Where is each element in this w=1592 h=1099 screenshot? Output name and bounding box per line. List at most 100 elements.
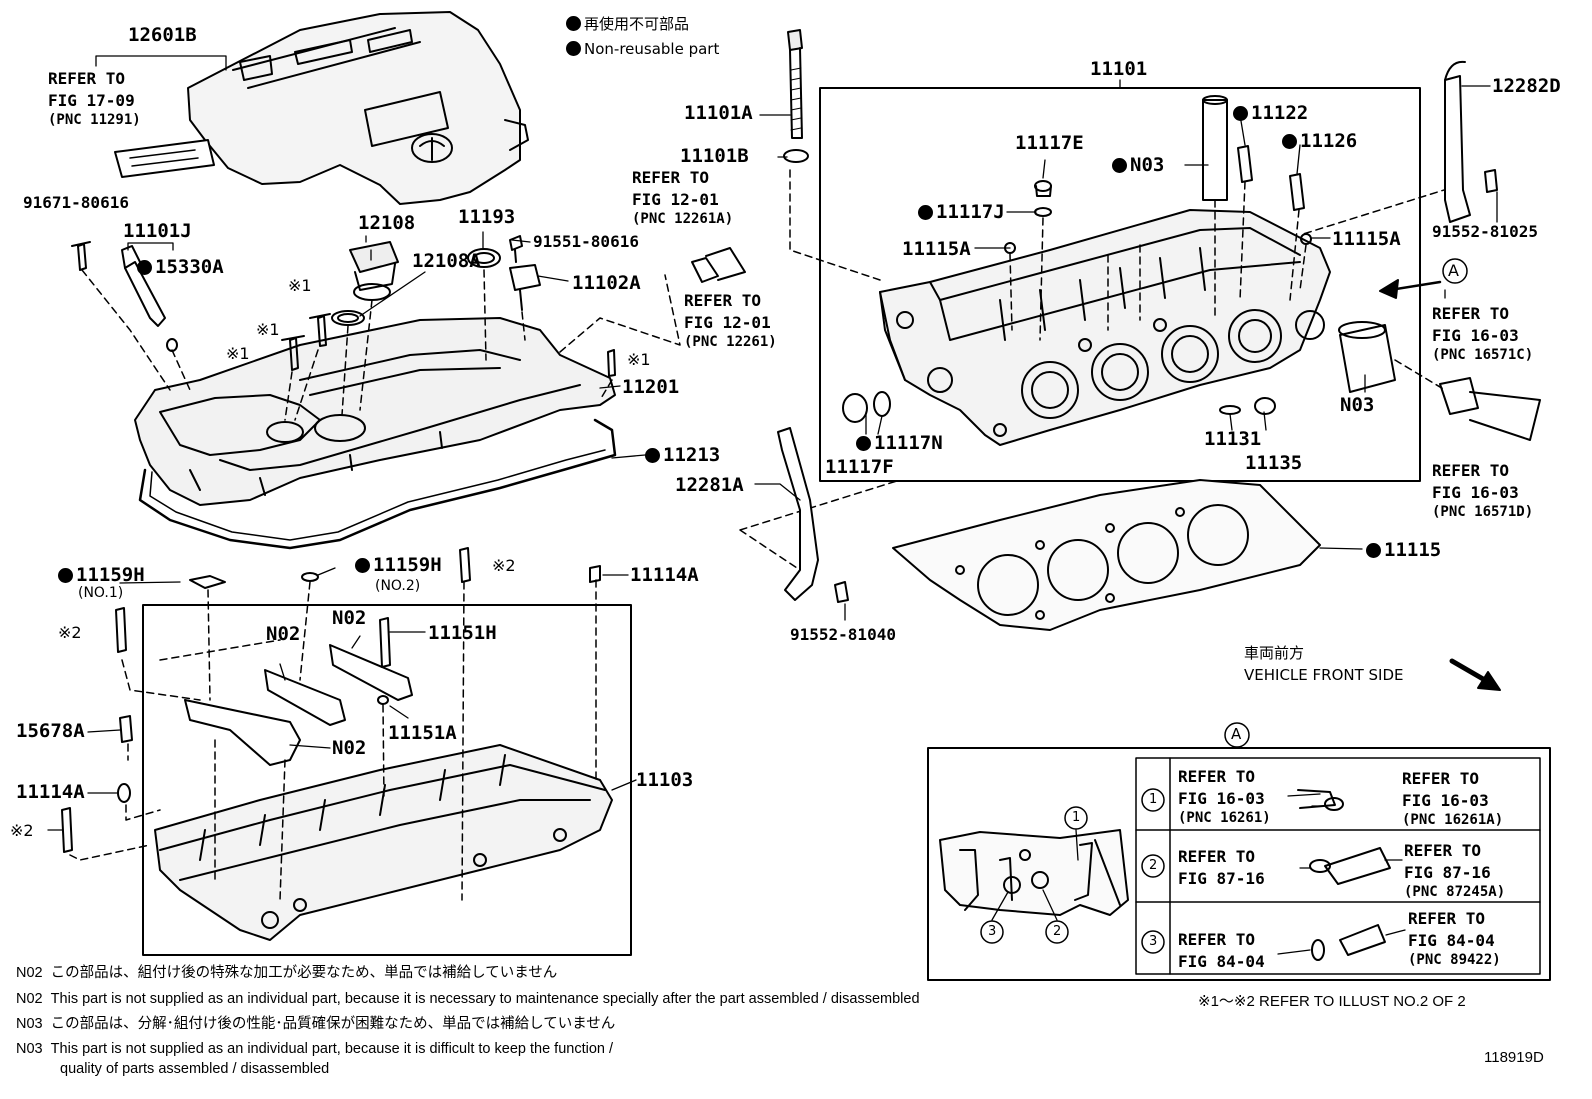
note-mark-1c: ※1 — [226, 344, 250, 363]
detail-a-frame — [927, 747, 1551, 981]
note-mark-1b: ※1 — [256, 320, 280, 339]
detail-callout-2: 2 — [1053, 924, 1062, 939]
detail-callout-1: 1 — [1072, 810, 1081, 825]
detail-row-2-num: 2 — [1149, 858, 1158, 873]
detail-row-3-num: 3 — [1149, 934, 1158, 949]
label-N02-a: N02 — [266, 623, 301, 645]
note-mark-1d: ※1 — [627, 350, 651, 369]
legend-line-2: Non-reusable part — [566, 41, 719, 57]
vehicle-front-jp: 車両前方 — [1244, 644, 1305, 662]
label-11201: 11201 — [622, 376, 680, 398]
label-N02-c: N02 — [332, 737, 367, 759]
bearing-caps-drawing — [61, 547, 601, 853]
diagram-id: 118919D — [1484, 1049, 1544, 1066]
label-91552-81040: 91552-81040 — [790, 625, 896, 644]
label-91671-80616: 91671-80616 — [23, 193, 129, 212]
hose-16-03-drawing — [1439, 377, 1541, 441]
note-mark-2c: ※2 — [10, 821, 34, 840]
label-11102A: 11102A — [572, 272, 641, 294]
label-11159H-no2-sub: (NO.2) — [375, 578, 421, 594]
label-11101A: 11101A — [684, 102, 753, 124]
detail-a-part-drawings — [1277, 789, 1406, 961]
detail-a-callout-leaders — [991, 829, 1079, 921]
label-11117E: 11117E — [1015, 132, 1084, 154]
cover-dashed-leaders — [81, 269, 681, 421]
detail-a-head-drawing — [939, 829, 1129, 916]
label-91552-81025: 91552-81025 — [1432, 222, 1538, 241]
note-n02-jp: N02 この部品は、組付け後の特殊な加工が必要なため、単品では補給していません — [16, 965, 558, 981]
label-11151A: 11151A — [388, 722, 457, 744]
label-11115: 11115 — [1366, 541, 1441, 560]
label-11193: 11193 — [458, 206, 516, 228]
label-N02-b: N02 — [332, 607, 367, 629]
circle-a-detail-label: A — [1231, 725, 1242, 743]
label-12108: 12108 — [358, 212, 416, 234]
label-12281A: 12281A — [675, 474, 744, 496]
label-11114A-top: 11114A — [630, 564, 699, 586]
refer-illust-note: ※1～※2 REFER TO ILLUST NO.2 OF 2 — [1198, 993, 1466, 1010]
detail-callout-3: 3 — [988, 924, 997, 939]
lower-dashed-leaders — [69, 579, 597, 901]
note-n03-en-1: N03 This part is not supplied as an indi… — [16, 1041, 614, 1057]
cylinder-head-drawing — [879, 209, 1331, 446]
label-11213: 11213 — [645, 446, 720, 465]
bracket-12281A-drawing — [777, 427, 849, 603]
label-11101B: 11101B — [680, 145, 749, 167]
label-91551-80616: 91551-80616 — [533, 232, 639, 251]
legend-line-1: 再使用不可部品 — [566, 16, 689, 32]
detail-a-table — [1135, 757, 1541, 975]
vehicle-front-en: VEHICLE FRONT SIDE — [1244, 666, 1404, 684]
note-n02-en: N02 This part is not supplied as an indi… — [16, 991, 920, 1007]
camshaft-housing-drawing — [154, 744, 613, 941]
label-11115A-left: 11115A — [902, 238, 971, 260]
label-12282D: 12282D — [1492, 75, 1561, 97]
label-11159H-no2: 11159H — [355, 556, 442, 575]
note-mark-1a: ※1 — [288, 276, 312, 295]
arrowhead-a — [1379, 279, 1399, 299]
camshaft-housing-frame — [142, 604, 632, 956]
circle-a-main — [1442, 258, 1468, 284]
label-15678A: 15678A — [16, 720, 85, 742]
label-11117J: 11117J — [918, 203, 1005, 222]
note-mark-2b: ※2 — [58, 623, 82, 642]
head-bolt-drawing — [783, 29, 809, 163]
cover-small-parts-drawing — [71, 235, 616, 377]
label-11117F: 11117F — [825, 456, 894, 478]
direction-arrow-a — [1388, 280, 1442, 292]
bracket-12282D-drawing — [1444, 60, 1498, 223]
head-dashed-leaders — [739, 169, 1461, 571]
label-12108A: 12108A — [412, 250, 481, 272]
note-n03-jp: N03 この部品は、分解･組付け後の性能･品質確保が困難なため、単品では補給して… — [16, 1016, 616, 1032]
label-11135: 11135 — [1245, 452, 1303, 474]
note-n03-en-2: quality of parts assembled / disassemble… — [60, 1061, 330, 1077]
detail-row-1-num: 1 — [1149, 792, 1158, 807]
label-11126: 11126 — [1282, 132, 1357, 151]
label-12601B: 12601B — [128, 24, 197, 46]
label-11101: 11101 — [1090, 58, 1148, 80]
circle-a-main-label: A — [1448, 261, 1459, 280]
label-N03-top: N03 — [1112, 156, 1164, 175]
cylinder-head-small-parts — [842, 95, 1396, 423]
label-11122: 11122 — [1233, 104, 1308, 123]
label-11101J: 11101J — [123, 220, 192, 242]
label-11103: 11103 — [636, 769, 694, 791]
hose-12-01-drawing — [691, 247, 746, 283]
head-gasket-drawing — [892, 479, 1321, 631]
label-N03-bottom: N03 — [1340, 394, 1375, 416]
front-arrowhead — [1477, 671, 1501, 691]
label-11117N: 11117N — [856, 434, 943, 453]
label-11159H-no1: 11159H — [58, 566, 145, 585]
label-11159H-no1-sub: (NO.1) — [78, 585, 124, 601]
label-11114A-left: 11114A — [16, 781, 85, 803]
